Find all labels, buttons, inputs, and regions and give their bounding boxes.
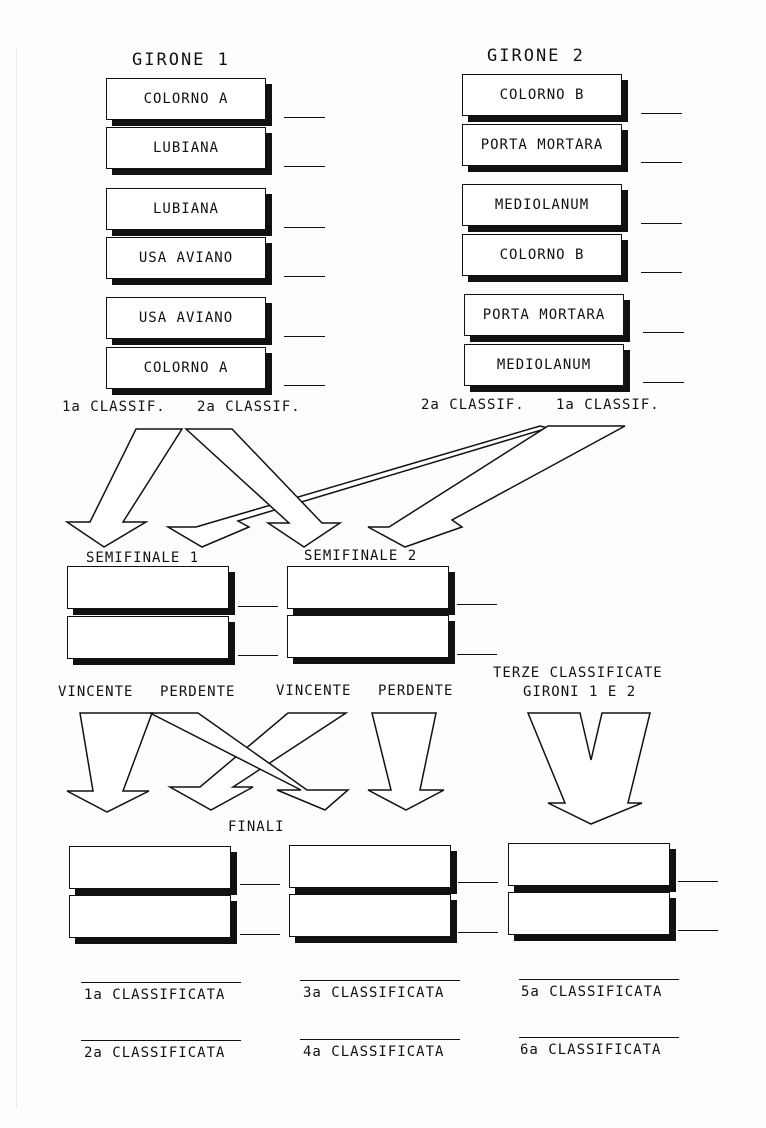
- arrow-thirds-to-final-3: [526, 712, 651, 825]
- score-line: [284, 385, 325, 386]
- group-2-match-1-team-b: PORTA MORTARA: [462, 124, 622, 166]
- final-1-team-b: [69, 895, 231, 938]
- group-1-match-3-team-b: COLORNO A: [106, 347, 266, 389]
- placing-5-label: 5a CLASSIFICATA: [521, 984, 663, 1000]
- score-line: [641, 223, 682, 224]
- placing-3-label: 3a CLASSIFICATA: [303, 985, 445, 1001]
- placing-4-label: 4a CLASSIFICATA: [303, 1044, 445, 1060]
- placing-2-label: 2a CLASSIFICATA: [84, 1045, 226, 1061]
- score-line: [457, 604, 497, 605]
- final-3-team-a: [508, 843, 670, 886]
- semifinal-2-loser-label: PERDENTE: [378, 683, 454, 699]
- placing-line: [300, 1039, 460, 1040]
- group-2-match-3-team-a: PORTA MORTARA: [464, 294, 624, 336]
- final-3-team-b: [508, 892, 670, 935]
- arrow-winner-sf1-to-final-1: [66, 712, 154, 813]
- score-line: [458, 932, 498, 933]
- score-line: [284, 276, 325, 277]
- group-2-first-label: 1a CLASSIF.: [556, 397, 660, 413]
- group-1-second-label: 2a CLASSIF.: [197, 399, 301, 415]
- score-line: [284, 117, 325, 118]
- group-1-match-2-team-a: LUBIANA: [106, 188, 266, 230]
- score-line: [238, 655, 278, 656]
- score-line: [643, 332, 684, 333]
- semifinal-1-loser-label: PERDENTE: [160, 684, 236, 700]
- score-line: [641, 162, 682, 163]
- placing-6-label: 6a CLASSIFICATA: [520, 1042, 662, 1058]
- semifinal-2-team-b: [287, 615, 449, 658]
- semifinal-1-team-b: [67, 616, 229, 659]
- group-1-first-label: 1a CLASSIF.: [62, 399, 166, 415]
- final-2-team-b: [289, 894, 451, 937]
- group-1-match-1-team-a: COLORNO A: [106, 78, 266, 120]
- score-line: [284, 336, 325, 337]
- score-line: [678, 930, 718, 931]
- placing-line: [81, 982, 241, 983]
- arrow-g2-first-to-semi-2: [367, 425, 626, 548]
- group-2-second-label: 2a CLASSIF.: [421, 397, 525, 413]
- thirds-label-line-2: GIRONI 1 E 2: [523, 684, 637, 700]
- placing-1-label: 1a CLASSIFICATA: [84, 987, 226, 1003]
- arrow-loser-sf1-to-final-2: [149, 712, 351, 811]
- score-line: [678, 881, 718, 882]
- thirds-label-line-1: TERZE CLASSIFICATE: [493, 665, 663, 681]
- score-line: [284, 227, 325, 228]
- group-1-match-2-team-b: USA AVIANO: [106, 237, 266, 279]
- score-line: [643, 382, 684, 383]
- score-line: [284, 166, 325, 167]
- arrow-loser-sf2-to-final-2: [167, 712, 349, 811]
- group-2-match-1-team-a: COLORNO B: [462, 74, 622, 116]
- arrow-g1-second-to-semi-2: [184, 428, 343, 548]
- score-line: [641, 272, 682, 273]
- arrow-g2-first-to-semi-1: [165, 425, 551, 548]
- group-1-match-3-team-a: USA AVIANO: [106, 297, 266, 339]
- sheet-edge: [16, 48, 17, 1108]
- score-line: [641, 113, 682, 114]
- placing-line: [300, 980, 460, 981]
- semifinal-1-team-a: [67, 566, 229, 609]
- score-line: [238, 606, 278, 607]
- arrow-g1-first-to-semi-1: [64, 428, 184, 548]
- group-2-match-2-team-b: COLORNO B: [462, 234, 622, 276]
- score-line: [457, 654, 497, 655]
- score-line: [240, 884, 280, 885]
- semifinal-1-title: SEMIFINALE 1: [86, 550, 200, 566]
- score-line: [458, 882, 498, 883]
- semifinal-2-title: SEMIFINALE 2: [304, 548, 418, 564]
- semifinal-2-winner-label: VINCENTE: [276, 683, 352, 699]
- group-2-title: GIRONE 2: [487, 46, 585, 66]
- group-2-match-2-team-a: MEDIOLANUM: [462, 184, 622, 226]
- final-2-team-a: [289, 845, 451, 888]
- group-2-match-3-team-b: MEDIOLANUM: [464, 344, 624, 386]
- placing-line: [81, 1040, 241, 1041]
- finals-title: FINALI: [228, 819, 285, 835]
- semifinal-2-team-a: [287, 566, 449, 609]
- group-1-match-1-team-b: LUBIANA: [106, 127, 266, 169]
- placing-line: [519, 979, 679, 980]
- arrow-winner-sf2-to-final-1: [367, 712, 445, 811]
- semifinal-1-winner-label: VINCENTE: [58, 684, 134, 700]
- placing-line: [519, 1037, 679, 1038]
- score-line: [240, 934, 280, 935]
- group-1-title: GIRONE 1: [132, 50, 230, 70]
- final-1-team-a: [69, 846, 231, 889]
